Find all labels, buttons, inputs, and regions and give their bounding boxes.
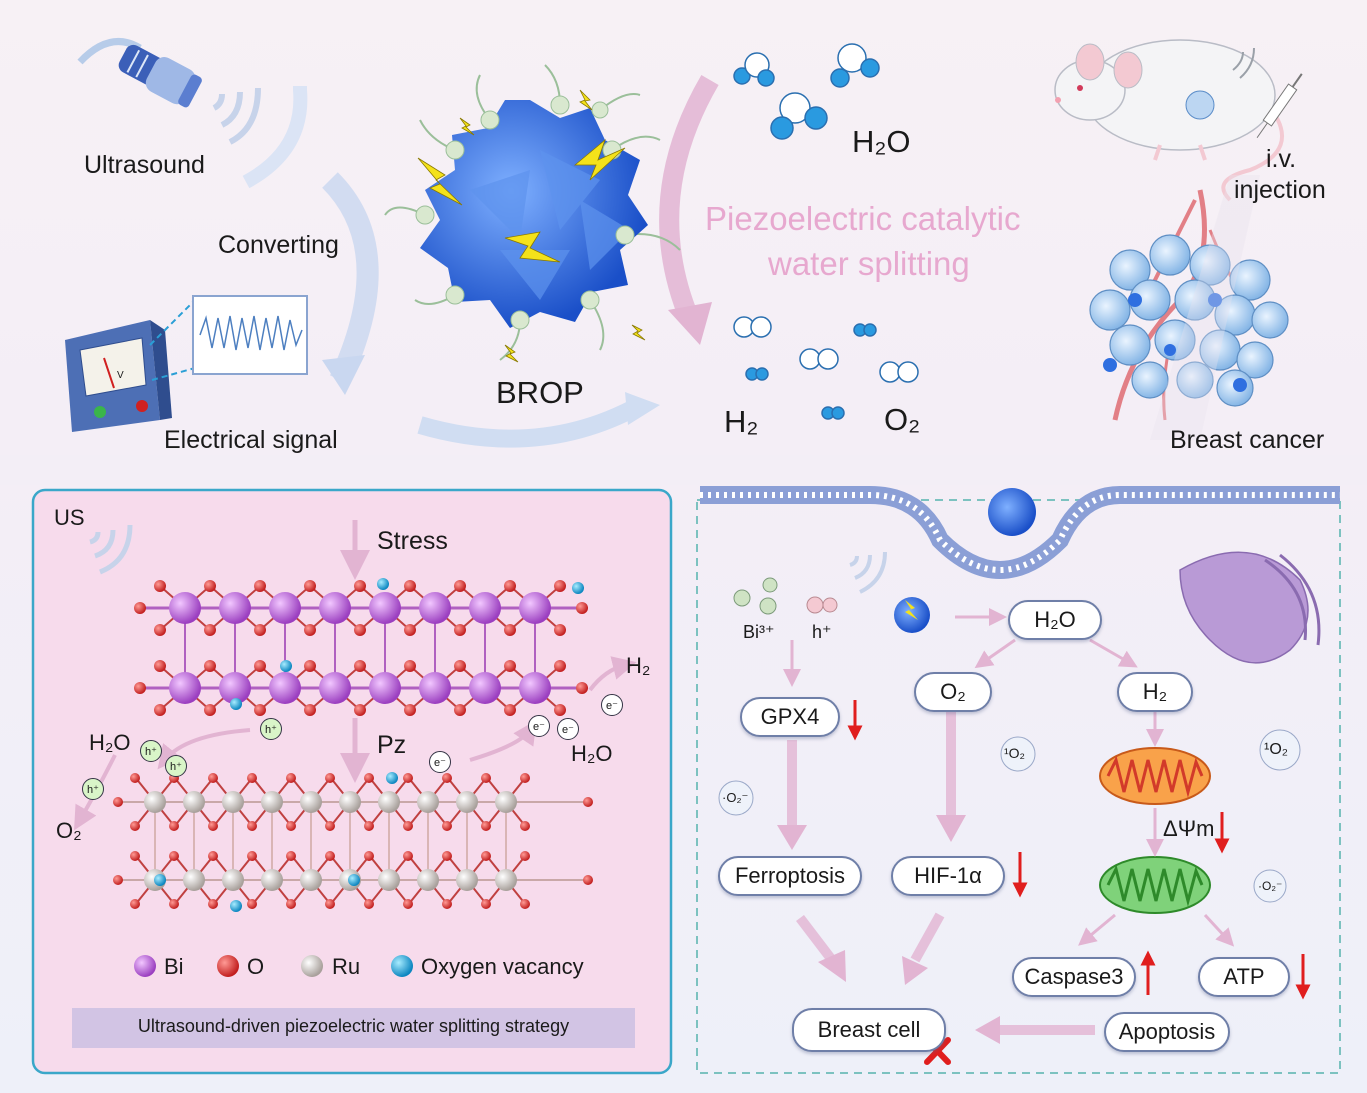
piezo-title-line2: water splitting [768, 245, 970, 282]
atp-node: ATP [1198, 957, 1290, 997]
voltmeter-icon [65, 295, 308, 432]
bi-ions-icon [733, 577, 838, 615]
singlet-oxygen-label: ¹O₂ [1004, 745, 1025, 761]
us-label: US [54, 505, 85, 530]
hif-node: HIF-1α [891, 856, 1005, 896]
hole-icon: h⁺ [260, 718, 282, 740]
legend-bi: Bi [164, 954, 184, 979]
converting-arrow [322, 172, 379, 385]
hole-icon: h⁺ [165, 755, 187, 777]
o2-label: O₂ [884, 402, 921, 437]
breast-cell-node: Breast cell [792, 1008, 946, 1052]
bi-oxide-lattice [134, 578, 588, 716]
h2o-node: H₂O [1008, 600, 1102, 640]
electron-icon: e⁻ [557, 718, 579, 740]
h2-right-label: H₂ [626, 653, 651, 678]
hole-icon: h⁺ [140, 740, 162, 762]
h2o-label: H₂O [852, 124, 911, 159]
cell-membrane [700, 486, 1340, 579]
bi3-label: Bi³⁺ [743, 622, 775, 642]
h2o-right-label: H₂O [571, 741, 613, 766]
electron-icon: e⁻ [429, 751, 451, 773]
h2o-left-label: H₂O [89, 730, 131, 755]
membrane-potential-label: ΔΨm [1163, 816, 1215, 841]
caspase3-node: Caspase3 [1012, 957, 1136, 997]
splitting-arrow [659, 74, 719, 324]
ultrasound-waves-icon [212, 86, 308, 189]
left-panel [31, 488, 673, 1075]
gas-molecules-icon [733, 316, 919, 420]
ultrasound-label: Ultrasound [84, 151, 205, 179]
water-molecules-icon [733, 43, 880, 140]
iv-label-2: injection [1234, 176, 1326, 204]
legend-ru: Ru [332, 954, 361, 979]
electron-icon: e⁻ [528, 715, 550, 737]
electron-icon: e⁻ [601, 694, 623, 716]
ros-bubbles [718, 729, 1301, 903]
ferroptosis-node: Ferroptosis [718, 856, 862, 896]
mitochondria-healthy-icon [1099, 856, 1211, 914]
converting-label: Converting [218, 231, 339, 259]
hole-icon: h⁺ [82, 778, 104, 800]
h2-node: H₂ [1117, 672, 1193, 712]
pz-label: Pz [377, 731, 407, 759]
nanoparticle-small-icon [894, 488, 1036, 633]
legend-markers [134, 955, 413, 977]
tumor-icon [1089, 175, 1289, 440]
hplus-label: h⁺ [812, 622, 832, 642]
ru-oxide-lattice [113, 772, 593, 912]
electrical-signal-label: Electrical signal [164, 426, 338, 454]
superoxide-label: ·O₂⁻ [1258, 879, 1283, 893]
ultrasound-probe-icon [77, 38, 202, 108]
superoxide-label: ·O₂⁻ [722, 790, 749, 805]
us-waves-right-icon [849, 551, 887, 594]
legend-o: O [247, 954, 265, 979]
o2-node: O₂ [914, 672, 992, 712]
apoptosis-node: Apoptosis [1104, 1012, 1230, 1052]
iv-label-1: i.v. [1266, 145, 1297, 173]
gpx4-node: GPX4 [740, 697, 840, 737]
meter-unit-label: V [117, 370, 124, 381]
mouse-icon [1054, 39, 1303, 202]
right-panel [696, 499, 1341, 1074]
singlet-oxygen-label: ¹O₂ [1264, 741, 1288, 758]
caption-text: Ultrasound-driven piezoelectric water sp… [137, 1016, 570, 1036]
golgi-icon [1179, 551, 1321, 664]
caption-box [72, 1008, 635, 1048]
h2-label: H₂ [724, 404, 759, 439]
brop-arrow [417, 397, 645, 448]
stress-label: Stress [377, 527, 448, 555]
mitochondria-damaged-icon [1099, 747, 1211, 805]
brop-nanoparticle-icon [384, 64, 681, 363]
brop-label: BROP [496, 375, 584, 410]
legend-oxygen-vacancy: Oxygen vacancy [421, 954, 584, 979]
breast-cancer-label: Breast cancer [1170, 426, 1325, 454]
piezo-title-line1: Piezoelectric catalytic [705, 200, 1021, 237]
us-waves-icon [89, 524, 133, 575]
o2-left-label: O₂ [56, 818, 82, 843]
